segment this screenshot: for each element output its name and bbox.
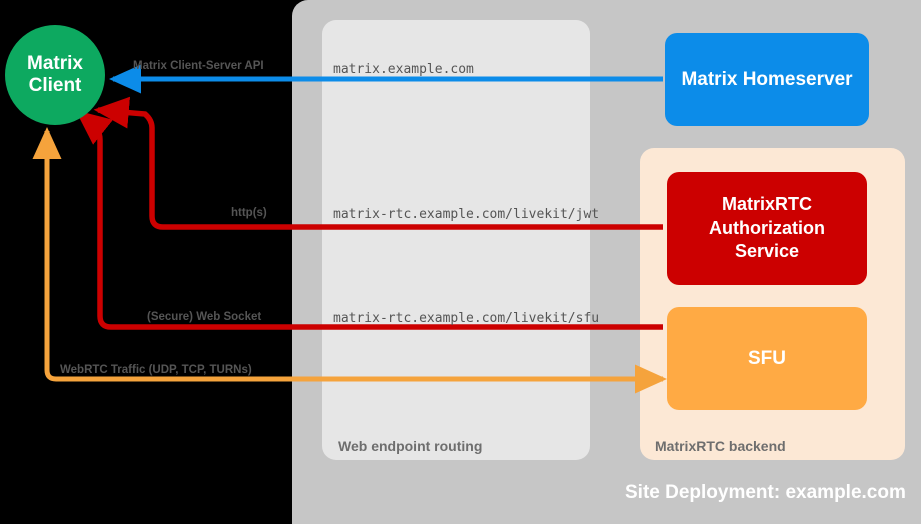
flow-label-client-server-api: Matrix Client-Server API: [133, 60, 264, 72]
connector-sfu-websocket: [75, 110, 663, 330]
connector-webrtc-media: [32, 126, 668, 394]
node-matrix-client[interactable]: Matrix Client: [5, 25, 105, 125]
matrixrtc-backend-caption: MatrixRTC backend: [655, 438, 786, 454]
web-endpoint-routing-caption: Web endpoint routing: [338, 438, 483, 454]
flow-label-jwt-http: http(s): [231, 207, 267, 219]
endpoint-matrix-example-com: matrix.example.com: [333, 62, 474, 77]
matrix-homeserver-label: Matrix Homeserver: [681, 68, 853, 90]
node-matrixrtc-authorization-service[interactable]: MatrixRTC Authorization Service: [667, 172, 867, 285]
auth-service-label-line2: Authorization: [709, 217, 825, 238]
sfu-label: SFU: [748, 347, 786, 369]
node-matrix-homeserver[interactable]: Matrix Homeserver: [665, 33, 869, 126]
endpoint-livekit-jwt: matrix-rtc.example.com/livekit/jwt: [333, 207, 600, 222]
site-deployment-title: Site Deployment: example.com: [625, 482, 906, 503]
node-sfu[interactable]: SFU: [667, 307, 867, 410]
matrix-client-label-line2: Client: [28, 75, 82, 96]
auth-service-label-line3: Service: [734, 241, 800, 262]
endpoint-livekit-sfu: matrix-rtc.example.com/livekit/sfu: [333, 311, 600, 326]
flow-label-sfu-websocket: (Secure) Web Socket: [147, 311, 262, 323]
flow-label-webrtc-media: WebRTC Traffic (UDP, TCP, TURNs): [60, 364, 252, 376]
web-endpoint-routing-panel: [322, 20, 590, 460]
auth-service-label-line1: MatrixRTC: [721, 194, 812, 215]
connector-jwt-http: [93, 96, 663, 230]
matrix-client-label-line1: Matrix: [27, 53, 83, 75]
